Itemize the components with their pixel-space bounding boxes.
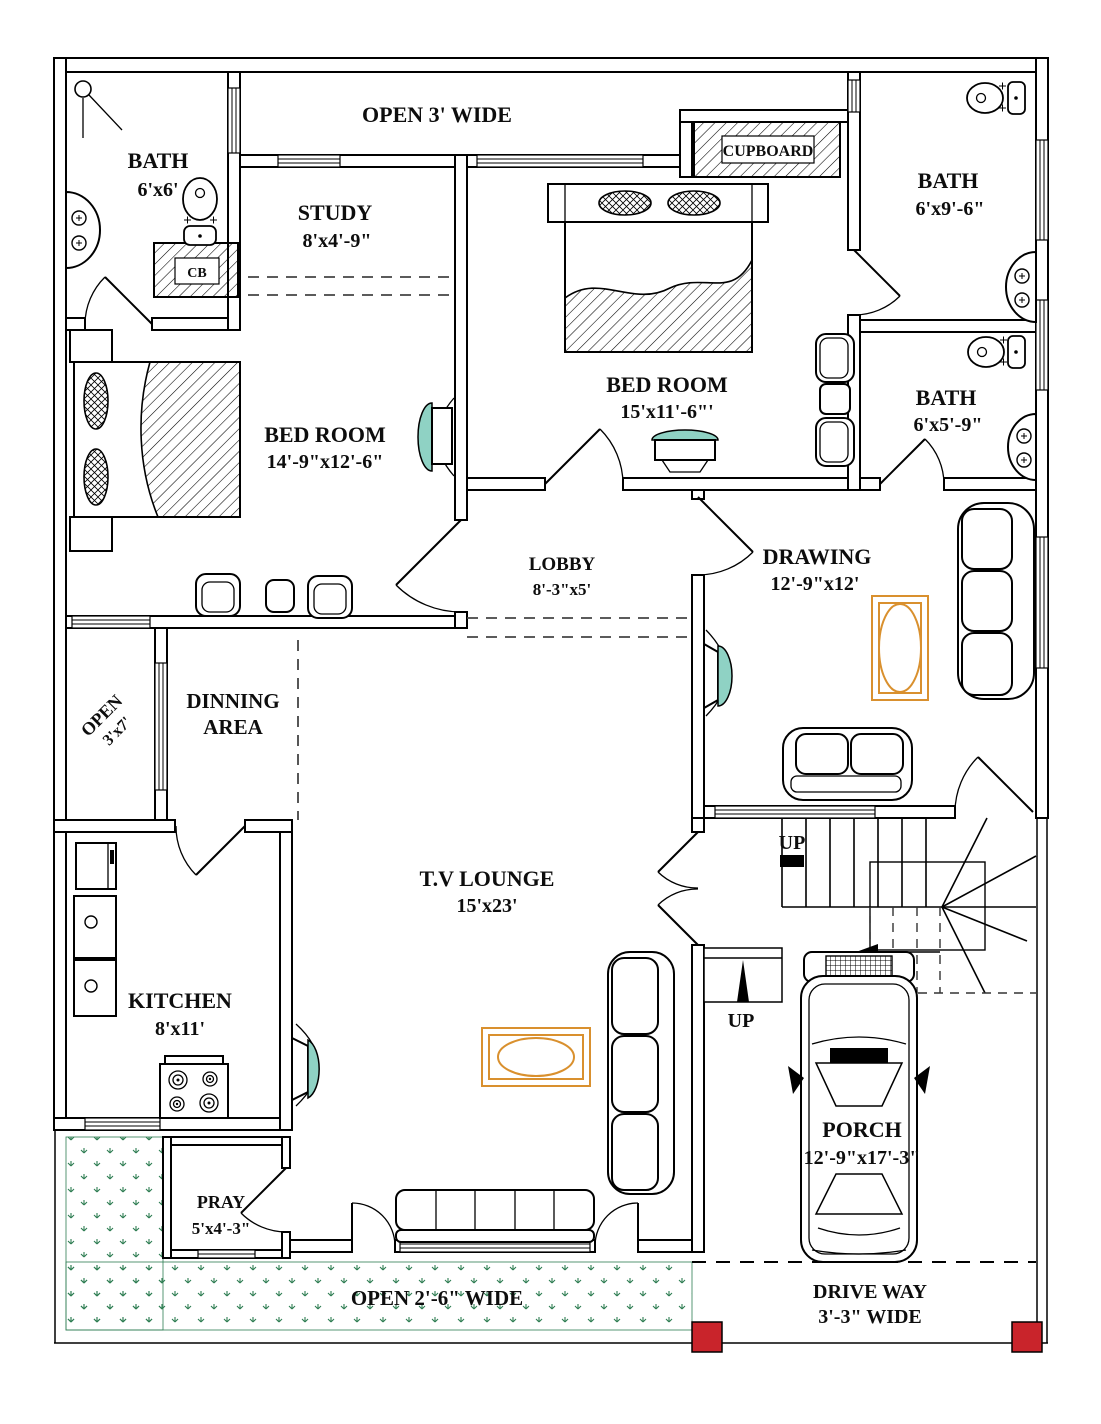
toilet-icon (182, 177, 218, 246)
sofa-icon (607, 951, 675, 1195)
door-porch (954, 756, 1034, 813)
window-icon (714, 805, 876, 819)
sink-icon (65, 190, 101, 270)
label-lobby-dims: 8'-3"x5' (533, 580, 592, 599)
label-drawing-name: DRAWING (763, 544, 872, 569)
door-bath-top-left (84, 276, 153, 325)
patio-door-right (594, 1202, 639, 1247)
door-bed-left (395, 519, 462, 613)
window-icon (1035, 299, 1049, 391)
label-bath-tl-dims: 6'x6' (137, 179, 178, 201)
door-bath-top-right (853, 249, 901, 316)
label-bed-master-name: BED ROOM (606, 372, 728, 397)
patio-door-left (351, 1202, 396, 1247)
label-porch-name: PORCH (822, 1117, 901, 1142)
sink-icon (1005, 250, 1037, 324)
windows (71, 79, 1049, 1259)
doors (84, 249, 1034, 1247)
stove-icon (159, 1055, 229, 1119)
car-mirror-right (914, 1066, 930, 1094)
window-icon (227, 87, 241, 154)
door-bed-master (544, 428, 624, 485)
dresser-icon (651, 429, 719, 473)
door-drawing (697, 496, 754, 576)
window-icon (1035, 536, 1049, 669)
label-tv-lounge-dims: 15'x23' (456, 895, 517, 917)
car-icon (788, 951, 930, 1263)
label-pray-name: PRAY (197, 1192, 245, 1212)
door-kitchen (175, 825, 246, 876)
label-study-dims: 8'x4'-9" (303, 230, 372, 252)
toilet-icon (966, 81, 1026, 115)
sofa-icon (782, 727, 913, 801)
label-up-lower: UP (728, 1010, 755, 1032)
sofa-icon (957, 502, 1035, 700)
window-icon (154, 662, 168, 791)
columns (691, 1321, 1043, 1353)
label-tv-lounge-name: T.V LOUNGE (420, 866, 555, 891)
tv-icon (291, 1023, 320, 1107)
window-icon (1035, 139, 1049, 241)
door-pray (240, 1167, 287, 1233)
stair-start-marker (780, 855, 804, 867)
label-bath-right-dims: 6'x5'-9" (914, 414, 983, 436)
label-bed-master-dims: 15'x11'-6"' (620, 401, 713, 423)
label-open-bottom: OPEN 2'-6" WIDE (351, 1286, 523, 1310)
label-study-name: STUDY (298, 200, 373, 225)
up-arrow (737, 960, 749, 1002)
label-bath-tl-name: BATH (128, 148, 189, 173)
label-up-upper: UP (779, 832, 806, 854)
label-bath-tr-name: BATH (918, 168, 979, 193)
label-bath-right-name: BATH (916, 385, 977, 410)
door-bath-right (879, 438, 945, 485)
sofa-icon (395, 1189, 595, 1243)
chair-set-bed-left (195, 573, 353, 619)
column-red (1011, 1321, 1043, 1353)
lawn-bottom-strip (65, 1261, 693, 1331)
label-open-top: OPEN 3' WIDE (362, 102, 512, 127)
column-red (691, 1321, 723, 1353)
window-icon (84, 1117, 161, 1131)
window-icon (71, 615, 151, 629)
sink-icon (1007, 412, 1037, 482)
cupboard-box (693, 121, 841, 178)
chair-set-bed-master (815, 333, 855, 467)
label-bath-tr-dims: 6'x9'-6" (916, 198, 985, 220)
label-drawing-dims: 12'-9"x12' (771, 573, 860, 595)
label-bed-left-dims: 14'-9"x12'-6" (267, 451, 384, 473)
label-dining-line2: AREA (203, 715, 263, 739)
fridge-icon (75, 842, 117, 890)
label-open-left: OPEN 3'x7' (77, 691, 135, 749)
label-kitchen-dims: 8'x11' (155, 1018, 205, 1040)
tv-icon (703, 629, 733, 717)
label-bed-left-name: BED ROOM (264, 422, 386, 447)
double-door-tv-lounge (657, 831, 699, 946)
label-driveway-line1: DRIVE WAY (813, 1281, 927, 1303)
shower-icon (74, 80, 123, 138)
center-table-icon (871, 595, 929, 701)
label-kitchen-name: KITCHEN (128, 988, 232, 1013)
cb-box (153, 242, 239, 298)
lawn-areas (65, 1136, 693, 1331)
label-pray-dims: 5'x4'-3" (192, 1219, 251, 1238)
label-cupboard: CUPBOARD (723, 143, 814, 160)
window-icon (277, 154, 341, 168)
label-porch-dims: 12'-9"x17'-3" (804, 1147, 921, 1169)
dresser-icon (417, 397, 455, 477)
bed-left-icon (69, 329, 241, 552)
toilet-icon (967, 335, 1026, 369)
car-mirror-left (788, 1066, 804, 1094)
window-icon (847, 79, 861, 113)
window-icon (197, 1249, 256, 1259)
bed-master-icon (547, 183, 769, 353)
window-icon (476, 154, 644, 168)
label-driveway-line2: 3'-3" WIDE (818, 1306, 922, 1328)
kitchen-counter-icon (73, 895, 117, 1017)
label-dining-line1: DINNING (186, 689, 279, 713)
label-cb: CB (187, 266, 206, 281)
center-table-icon (481, 1027, 591, 1087)
label-lobby-name: LOBBY (529, 554, 596, 575)
